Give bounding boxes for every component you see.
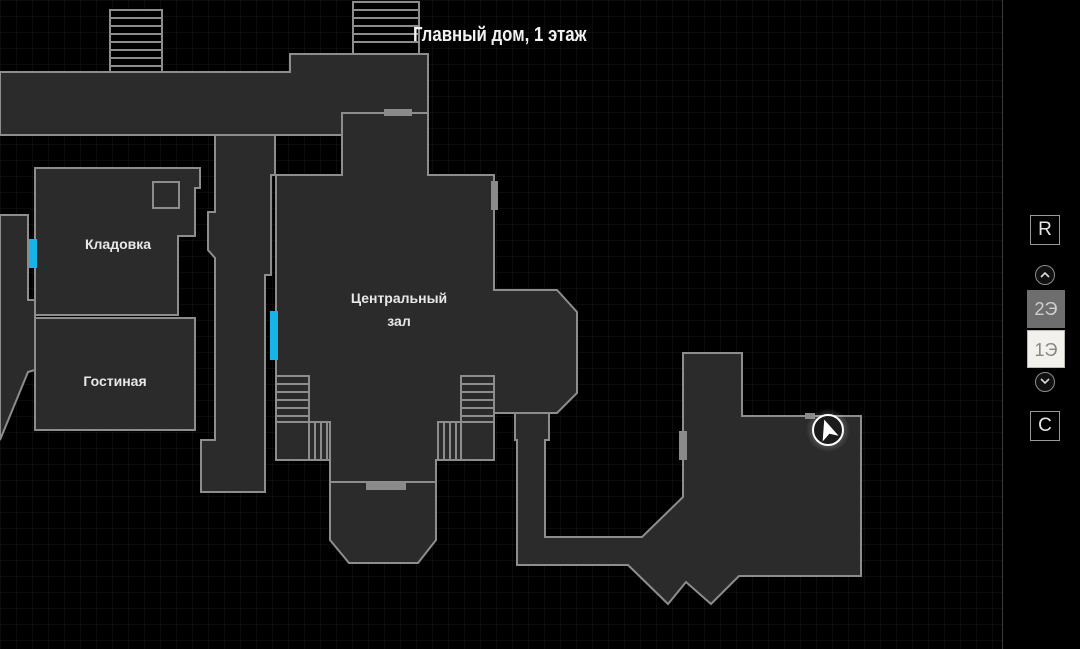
stairs-hall-right: [437, 375, 495, 461]
door-east-corner[interactable]: [805, 413, 815, 419]
player-arrow-icon: [822, 419, 839, 442]
stairs-top-center: [352, 1, 420, 55]
room-label-central-hall-line1: Центральный: [351, 290, 447, 306]
room-south-bay: [329, 481, 437, 564]
storage-crate: [152, 181, 180, 209]
stairs-top-left: [109, 9, 163, 73]
door-hall-south[interactable]: [366, 483, 406, 490]
door-hall-west-open[interactable]: [270, 311, 278, 360]
room-living-room: [34, 317, 196, 431]
door-hall-east[interactable]: [491, 181, 498, 210]
player-marker: [806, 408, 850, 452]
chevron-down-icon: [1040, 378, 1050, 385]
floor-up-button[interactable]: [1035, 265, 1055, 285]
room-label-living-room: Гостиная: [83, 373, 146, 389]
floor-map[interactable]: Кладовка Центральный зал Гостиная: [0, 0, 1002, 649]
room-east-corridor: [514, 352, 862, 606]
reset-button[interactable]: R: [1030, 215, 1060, 245]
room-storage: [34, 167, 201, 316]
floor-2-button[interactable]: 2Э: [1027, 290, 1065, 328]
door-hall-north[interactable]: [384, 109, 412, 116]
door-east-room[interactable]: [679, 431, 687, 460]
room-left-corridor: [200, 134, 276, 493]
door-storage-open[interactable]: [29, 239, 37, 268]
chevron-up-icon: [1040, 271, 1050, 278]
floor-1-button[interactable]: 1Э: [1027, 330, 1065, 368]
room-label-storage: Кладовка: [85, 236, 151, 252]
stairs-hall-left: [275, 375, 331, 461]
room-label-central-hall-line2: зал: [387, 313, 410, 329]
floor-down-button[interactable]: [1035, 372, 1055, 392]
map-side-panel: R 2Э 1Э C: [1002, 0, 1080, 649]
map-title: Главный дом, 1 этаж: [413, 24, 587, 46]
center-button[interactable]: C: [1030, 411, 1060, 441]
